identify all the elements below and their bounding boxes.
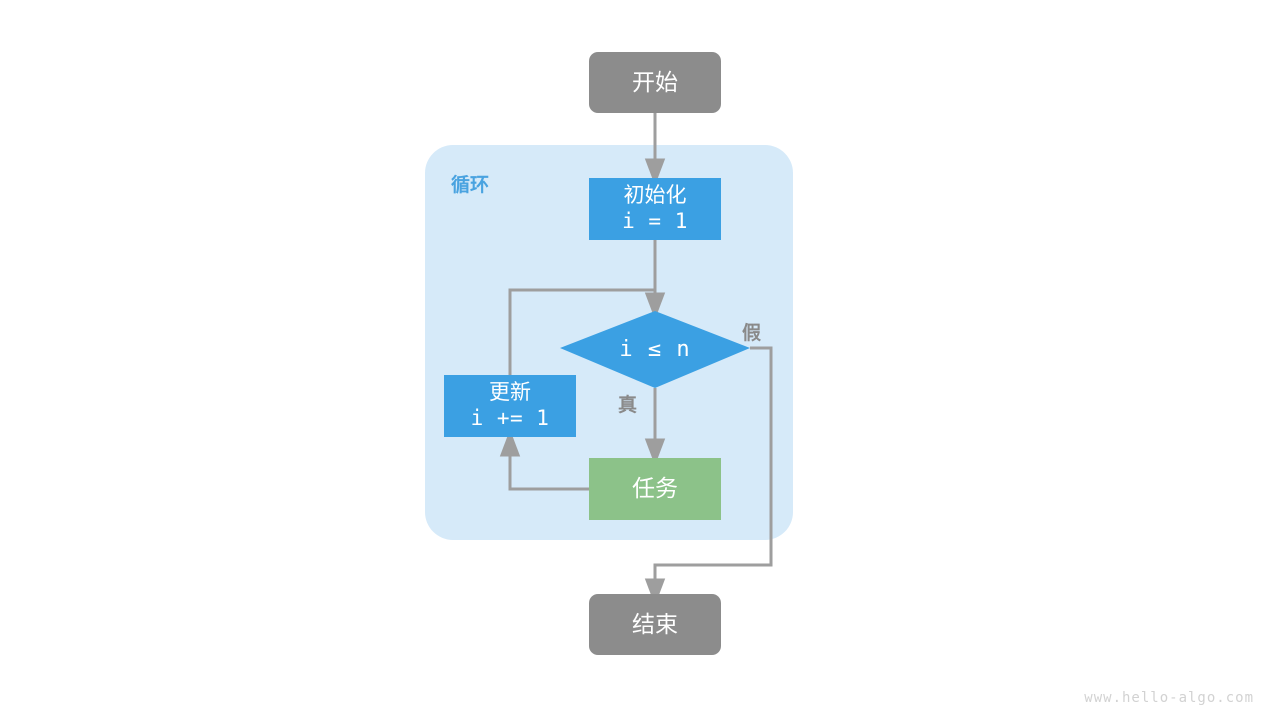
node-end-label: 结束	[632, 610, 678, 637]
node-start[interactable]: 开始	[589, 52, 721, 113]
edge-update-to-condition	[508, 288, 655, 375]
node-start-label: 开始	[632, 68, 678, 95]
node-update[interactable]: 更新 i += 1	[444, 375, 576, 437]
node-condition-label: i ≤ n	[619, 337, 691, 362]
node-init-label: 初始化	[623, 184, 687, 208]
edge-label-true: 真	[618, 395, 638, 416]
node-init-code: i = 1	[622, 209, 688, 233]
watermark: www.hello-algo.com	[1084, 690, 1254, 706]
node-update-label: 更新	[489, 381, 531, 405]
node-end[interactable]: 结束	[589, 594, 721, 655]
node-condition[interactable]: i ≤ n	[560, 311, 750, 388]
edge-label-false: 假	[742, 323, 762, 344]
edge-task-to-update	[499, 429, 589, 491]
node-init[interactable]: 初始化 i = 1	[589, 178, 721, 240]
loop-group-label: 循环	[451, 175, 490, 196]
node-task-label: 任务	[632, 475, 678, 502]
node-update-code: i += 1	[470, 406, 550, 430]
condition-diamond	[560, 311, 750, 388]
node-task[interactable]: 任务	[589, 458, 721, 520]
edge-condition-false-to-end	[644, 346, 773, 606]
